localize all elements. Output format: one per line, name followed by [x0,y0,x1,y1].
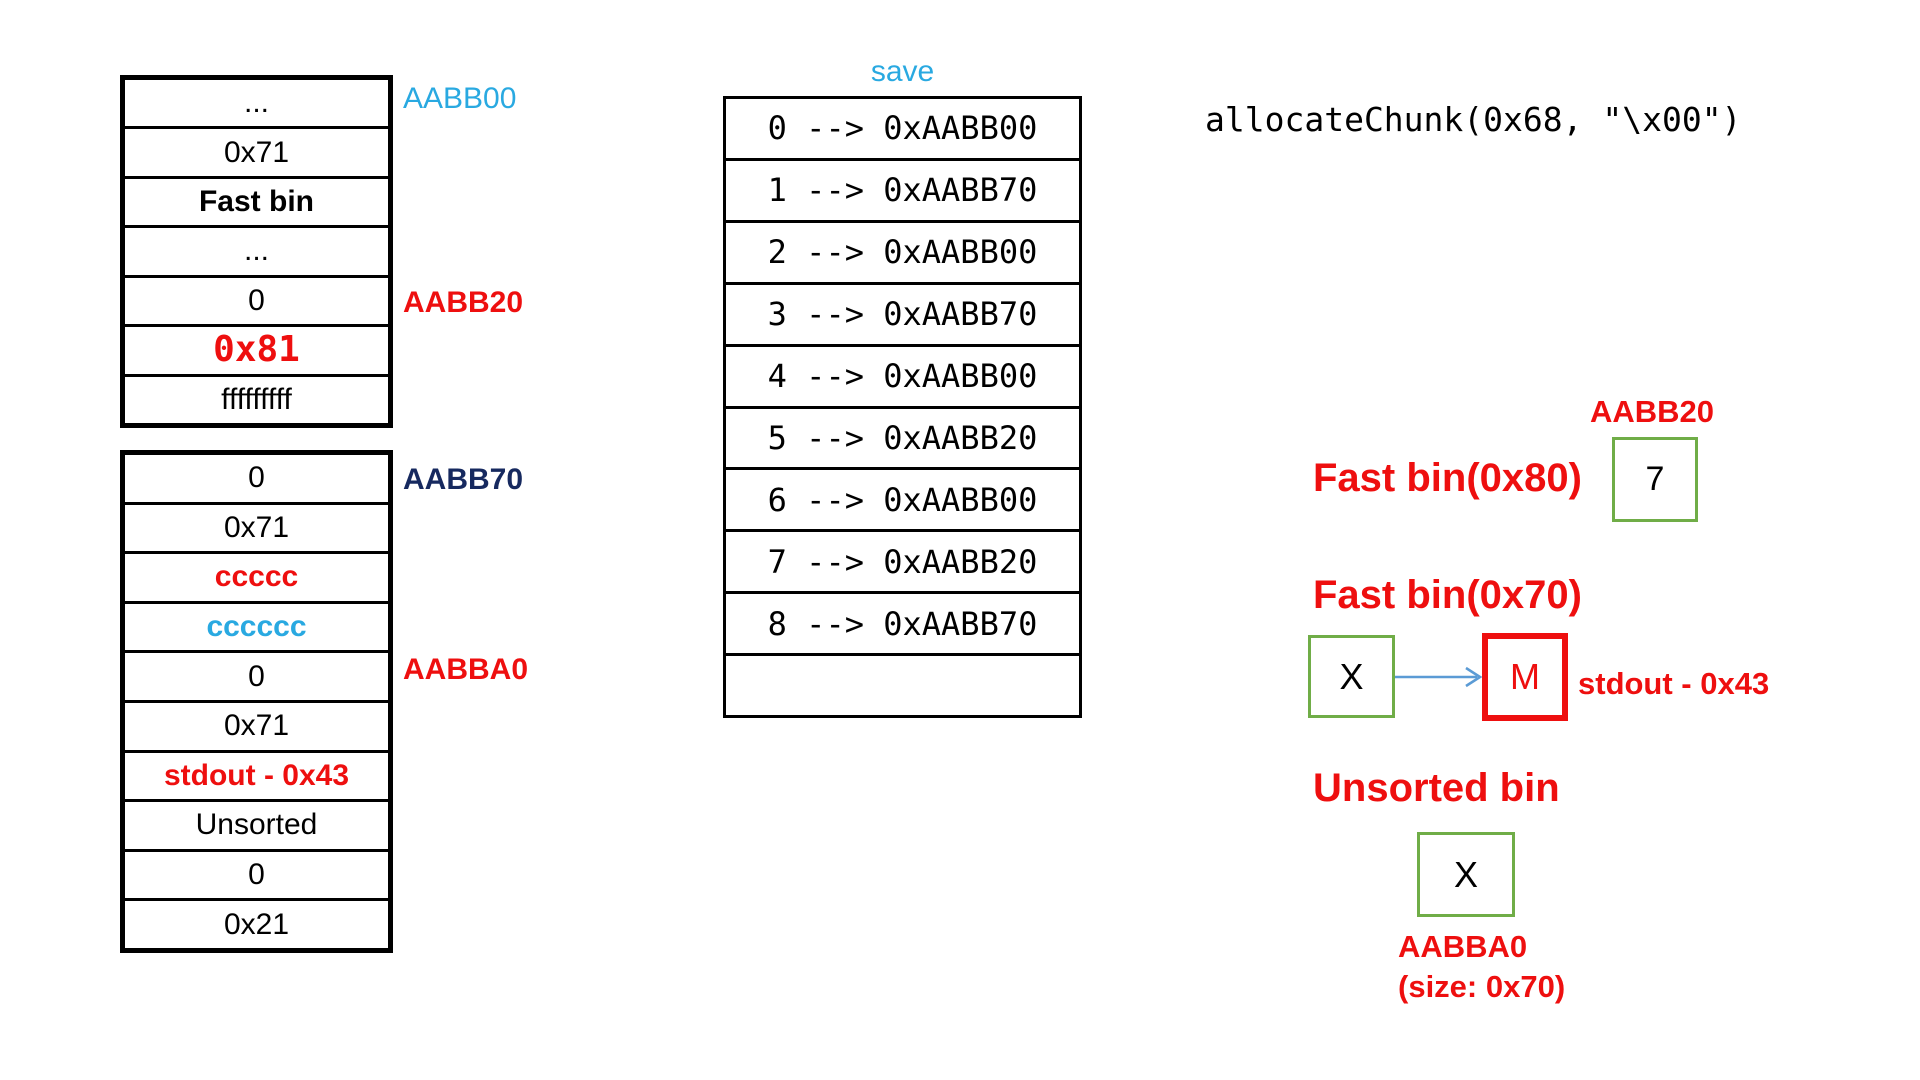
save-row-2: 2 --> 0xAABB00 [726,223,1079,285]
chunk-cell-size-0x21: 0x21 [223,907,290,941]
addr-label-aabb20: AABB20 [403,286,524,319]
fast-bin-0x80-box-addr-label: AABB20 [1590,394,1715,429]
chunk-cell-size-0x81: 0x81 [125,327,388,377]
unsorted-bin-size-label: (size: 0x70) [1398,969,1566,1004]
fast-bin-0x70-heading: Fast bin(0x70) [1313,573,1582,617]
save-row-empty [726,656,1079,715]
chunk-cell-data-c-red: ccccc [125,554,388,604]
chunk-cell-fill-f: fffffffff [221,382,292,416]
save-index-table: 0 --> 0xAABB00 1 --> 0xAABB70 2 --> 0xAA… [723,96,1082,718]
chunk-cell-data-c-cyan: cccccc [125,604,388,654]
chunk-cell-prev-size: 0 [125,653,388,703]
save-row-6: 6 --> 0xAABB00 [726,470,1079,533]
chunk-table-aabb70: 0 0x71 ccccc cccccc 0 0x71 stdout - 0x43… [120,450,393,953]
fast-bin-0x70-stdout-note: stdout - 0x43 [1578,666,1770,701]
save-row-8: 8 --> 0xAABB70 [726,594,1079,657]
chunk-cell-unsorted: Unsorted [125,802,388,852]
chunk-cell-size-0x71: 0x71 [125,703,388,753]
chunk-cell-prev-size: 0 [125,455,388,505]
fast-bin-0x80-heading: Fast bin(0x80) [1313,456,1582,500]
chunk-cell-ellipsis: ... [125,228,388,278]
unsorted-bin-heading: Unsorted bin [1313,766,1560,810]
unsorted-bin-node-x-box: X [1417,832,1515,917]
fd-pointer-arrow-icon [1395,666,1483,688]
addr-label-aabb70: AABB70 [403,463,524,496]
fast-bin-0x80-count-box: 7 [1612,437,1698,522]
chunk-cell-stdout-fd: stdout - 0x43 [125,753,388,803]
chunk-cell-prev-size: 0 [125,278,388,328]
chunk-cell-size-0x71: 0x71 [125,505,388,555]
unsorted-bin-addr-label: AABBA0 [1398,929,1528,964]
allocate-chunk-call: allocateChunk(0x68, "\x00") [1205,100,1742,139]
save-row-7: 7 --> 0xAABB20 [726,532,1079,595]
chunk-cell-prev-size: 0 [125,852,388,902]
save-table-title: save [870,55,935,88]
fast-bin-0x70-node-m-box: M [1482,633,1568,721]
save-row-1: 1 --> 0xAABB70 [726,161,1079,223]
chunk-cell-fast-bin: Fast bin [125,179,388,229]
save-row-5: 5 --> 0xAABB20 [726,409,1079,471]
save-row-0: 0 --> 0xAABB00 [726,99,1079,161]
chunk-cell-ellipsis: ... [125,80,388,130]
save-row-4: 4 --> 0xAABB00 [726,347,1079,409]
chunk-table-aabb00: ... 0x71 Fast bin ... 0 0x81 fffffffff [120,75,393,428]
fast-bin-0x70-node-x-box: X [1308,635,1395,718]
chunk-cell-size-0x71: 0x71 [125,129,388,179]
addr-label-aabba0: AABBA0 [403,653,529,686]
addr-label-aabb00: AABB00 [403,82,517,115]
save-row-3: 3 --> 0xAABB70 [726,285,1079,347]
